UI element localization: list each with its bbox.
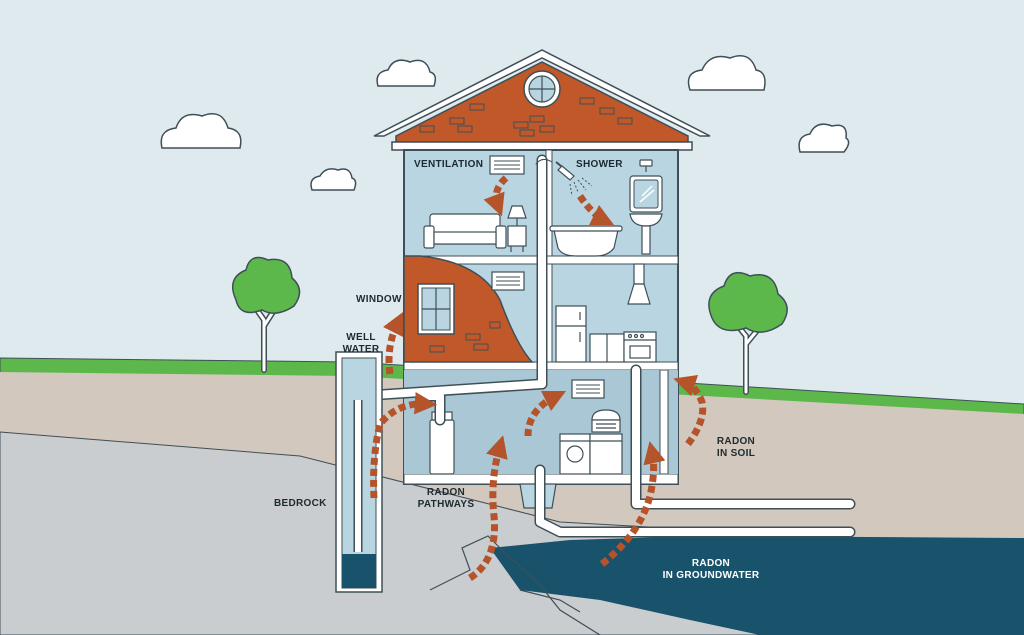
radon-arrows xyxy=(370,175,707,581)
shower-head-icon xyxy=(555,161,593,197)
roof-ledge xyxy=(391,141,693,151)
radon-pathways-label-line-1: RADON xyxy=(426,487,466,498)
stove-icon xyxy=(623,331,657,363)
bedrock-label: BEDROCK xyxy=(274,498,327,509)
radon-in-soil-label-line-2: IN SOIL xyxy=(716,448,756,459)
interior-wall xyxy=(659,369,669,475)
laundry-basket-icon xyxy=(591,409,621,433)
vent-icon xyxy=(491,271,525,291)
radon-arrow xyxy=(673,374,707,447)
ventilation-label: VENTILATION xyxy=(414,159,484,170)
radon-arrow xyxy=(577,194,615,226)
radon-in-groundwater-label: RADON IN GROUNDWATER xyxy=(656,558,766,582)
well-water xyxy=(342,554,376,588)
tree-icon xyxy=(231,256,301,373)
radon-in-groundwater-label-line-2: IN GROUNDWATER xyxy=(662,570,760,581)
cloud-icon xyxy=(160,113,242,149)
radon-pathways-label-line-2: PATHWAYS xyxy=(417,499,475,510)
radon-arrow xyxy=(467,435,508,581)
well-water-label-line-1: WELL xyxy=(346,332,376,343)
lamp-icon xyxy=(507,205,527,252)
window-label: WINDOW xyxy=(356,294,402,305)
radon-arrow xyxy=(382,311,404,375)
tree-icon xyxy=(708,271,788,395)
washer-icon xyxy=(559,433,591,475)
round-window-icon xyxy=(523,70,561,108)
radon-arrow xyxy=(483,175,509,217)
radon-in-soil-label-line-1: RADON xyxy=(716,436,756,447)
well-water-label: WELL WATER xyxy=(336,332,386,356)
brick-marks xyxy=(419,97,633,137)
cloud-icon xyxy=(310,168,357,191)
rock-crack xyxy=(519,589,581,613)
window-icon xyxy=(417,283,455,335)
radon-arrow xyxy=(370,392,438,499)
groundwater-layer xyxy=(490,536,1024,635)
shower-label: SHOWER xyxy=(576,159,623,170)
dryer-icon xyxy=(589,433,623,475)
radon-arrow xyxy=(599,441,666,567)
bathtub-icon xyxy=(549,225,623,257)
brick-marks xyxy=(429,321,501,353)
vent-icon xyxy=(489,155,525,175)
radon-in-groundwater-label-line-1: RADON xyxy=(691,558,731,569)
cloud-icon xyxy=(376,59,437,87)
faucet-icon xyxy=(639,159,653,172)
sink-icon xyxy=(629,213,663,255)
radon-arrow xyxy=(524,390,567,437)
cloud-icon xyxy=(687,55,766,91)
mirror-icon xyxy=(629,175,663,213)
well-water-label-line-2: WATER xyxy=(342,344,380,355)
roof xyxy=(373,49,711,137)
fridge-icon xyxy=(555,305,587,363)
cloud-icon xyxy=(798,123,850,153)
counter-cabinet xyxy=(589,333,625,363)
radon-in-soil-label: RADON IN SOIL xyxy=(708,436,764,460)
radon-pathways-label: RADON PATHWAYS xyxy=(410,487,482,511)
brick-wall-section xyxy=(403,255,534,363)
range-hood-icon xyxy=(627,263,651,305)
sofa-icon xyxy=(423,213,507,249)
vent-icon xyxy=(571,379,605,399)
